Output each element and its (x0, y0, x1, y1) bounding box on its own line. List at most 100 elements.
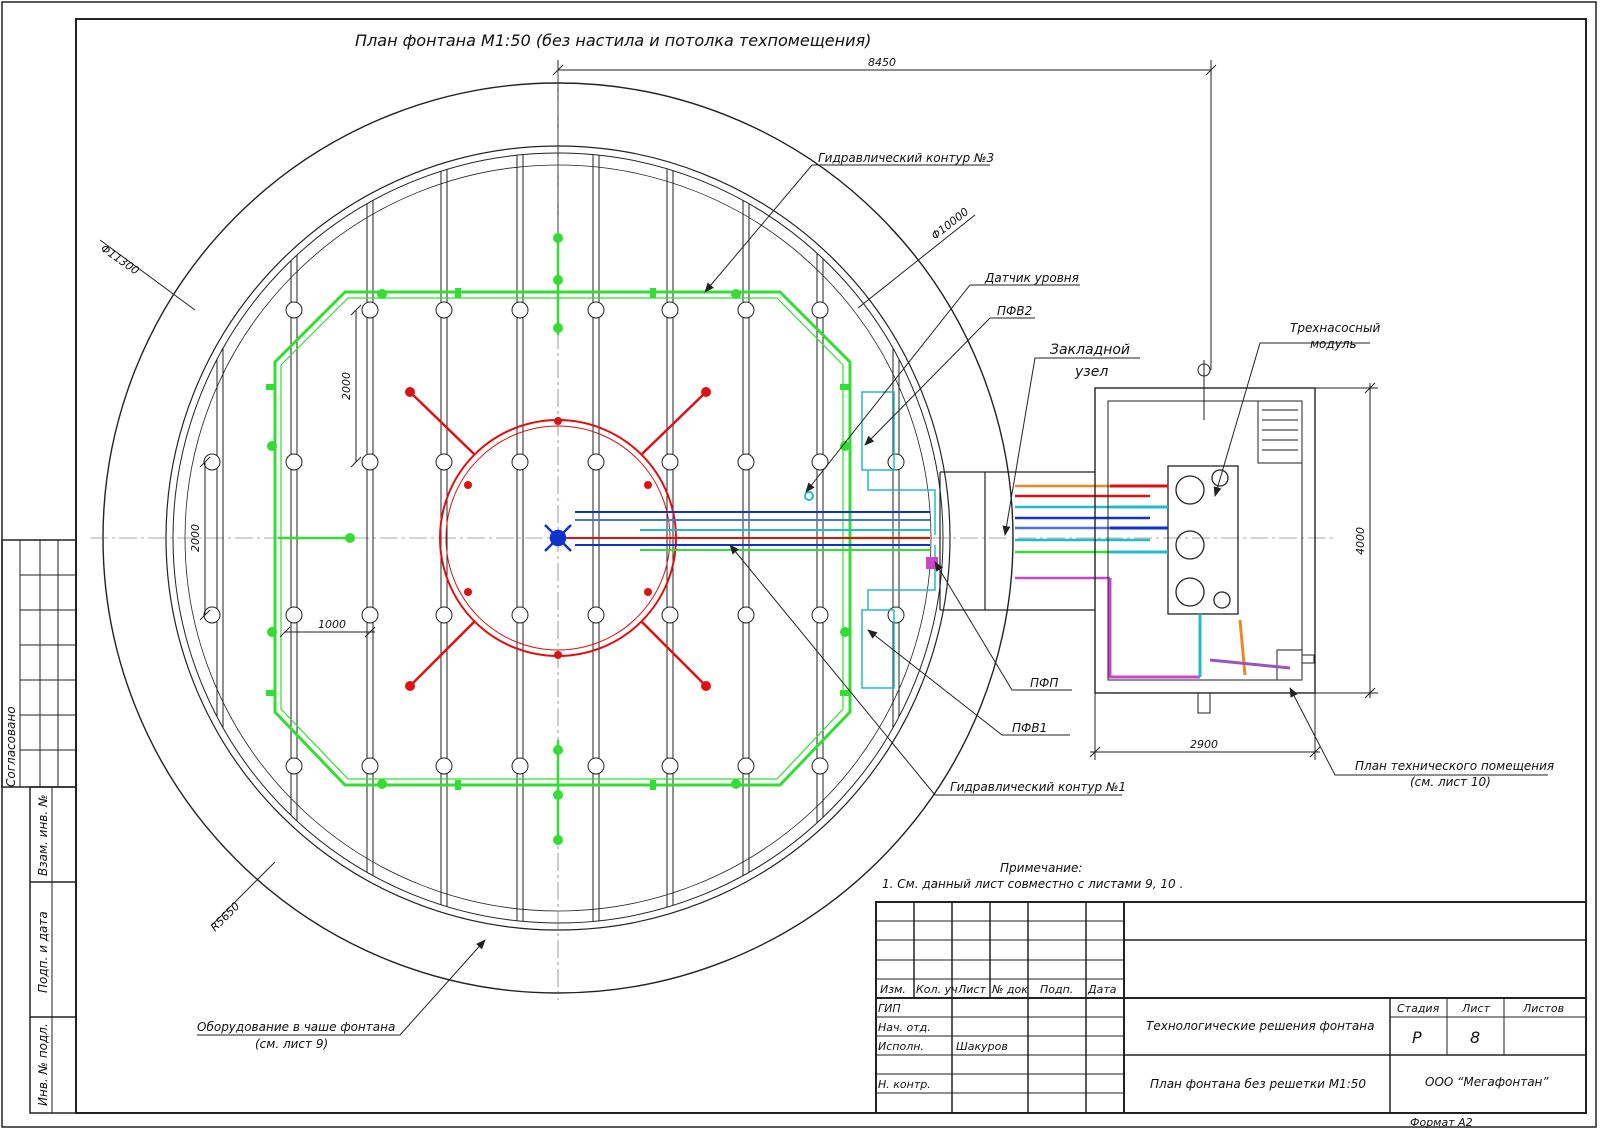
nozzle-0-2 (361, 301, 379, 319)
nozzle-1-6 (661, 453, 679, 471)
side-stamp-agreed: Согласовано (4, 706, 18, 787)
nozzle-3-5 (587, 757, 605, 775)
dimension-8450-label: 8450 (868, 56, 896, 69)
nozzle-1-7 (737, 453, 755, 471)
tb-header-doc: № док (991, 983, 1028, 996)
note-line-1: 1. См. данный лист совместно с листами 9… (882, 877, 1183, 891)
nozzle-1-3 (435, 453, 453, 471)
nozzle-2-7 (737, 606, 755, 624)
room-dimensions (1089, 382, 1378, 760)
nozzle-0-6 (661, 301, 679, 319)
tb-project: Технологические решения фонтана (1146, 1019, 1374, 1033)
embedded-node (939, 471, 1095, 611)
nozzle-0-3 (435, 301, 453, 319)
callout-three-pump-2: модуль (1310, 337, 1357, 351)
grid-x-label: 1000 (318, 618, 346, 631)
nozzle-2-8 (811, 606, 829, 624)
note-heading: Примечание: (1000, 861, 1082, 875)
tb-format: Формат А2 (1410, 1116, 1473, 1129)
nozzle-1-8 (811, 453, 829, 471)
nozzle-2-4 (511, 606, 529, 624)
callout-three-pump-1: Трехнасосный (1290, 321, 1380, 335)
grid-y-label: 2000 (340, 372, 353, 400)
tb-header-izm: Изм. (880, 983, 906, 996)
side-stamp-inv-orig: Инв. № подл. (36, 1023, 50, 1106)
callout-pfv1: ПФВ1 (1012, 721, 1047, 735)
side-stamp-ref-inv: Взам. инв. № (36, 795, 50, 876)
callout-embedded-node-1: Закладной (1050, 342, 1130, 358)
nozzle-3-8 (811, 757, 829, 775)
three-pump-module (1167, 465, 1239, 615)
tb-role-control: Н. контр. (878, 1078, 931, 1091)
callout-pfp: ПФП (1030, 676, 1058, 690)
nozzle-3-2 (361, 757, 379, 775)
tunnel-pipes (1015, 484, 1150, 580)
nozzle-1-5 (587, 453, 605, 471)
tb-role-exec: Исполн. (878, 1040, 924, 1053)
nozzle-0-1 (285, 301, 303, 319)
tb-stage-value: Р (1412, 1028, 1422, 1047)
callout-tech-room-2: (см. лист 10) (1410, 775, 1491, 789)
nozzle-1-1 (285, 453, 303, 471)
room-height-label: 4000 (1354, 527, 1367, 555)
nozzle-2-3 (435, 606, 453, 624)
nozzle-3-7 (737, 757, 755, 775)
red-ring-contour (409, 391, 930, 687)
drawing-frame (75, 18, 1587, 1114)
grid-dimensions (199, 304, 376, 638)
tb-sheets-label: Листов (1522, 1002, 1564, 1015)
nozzle-3-3 (435, 757, 453, 775)
nozzle-0-4 (511, 301, 529, 319)
side-stamp-sign-date: Подп. и дата (36, 911, 50, 993)
drawing-title: План фонтана М1:50 (без настила и потолк… (355, 31, 871, 50)
room-width-label: 2900 (1190, 738, 1218, 751)
tb-header-sign: Подп. (1040, 983, 1073, 996)
level-sensor-icon (804, 491, 814, 501)
title-block (875, 901, 1587, 1114)
radius-label: R5650 (208, 900, 242, 934)
callout-bowl-equipment-2: (см. лист 9) (255, 1037, 328, 1051)
tb-role-gip: ГИП (878, 1002, 901, 1015)
callout-hydraulic-contour-1: Гидравлический контур №1 (950, 780, 1126, 794)
nozzle-3-4 (511, 757, 529, 775)
nozzle-1-9 (887, 453, 905, 471)
tb-executor-name: Шакуров (956, 1040, 1008, 1053)
tb-header-date: Дата (1087, 983, 1117, 996)
tech-room (1094, 360, 1316, 714)
nozzle-1-2 (361, 453, 379, 471)
dimension-8450 (552, 60, 1217, 370)
tb-company: ООО “Мегафонтан” (1425, 1075, 1549, 1089)
callout-embedded-node-2: узел (1074, 364, 1108, 380)
callout-leaders (197, 164, 1548, 1036)
diameter-leaders (99, 214, 976, 926)
nozzle-0-5 (587, 301, 605, 319)
tb-header-kol: Кол. уч (916, 983, 958, 996)
nozzle-2-9 (887, 606, 905, 624)
nozzle-3-6 (661, 757, 679, 775)
center-axes (90, 70, 1335, 1000)
outer-diameter-label: Φ11300 (98, 242, 141, 278)
nozzle-0-8 (811, 301, 829, 319)
nozzle-2-6 (661, 606, 679, 624)
tb-role-head: Нач. отд. (878, 1021, 931, 1034)
side-stamp (1, 539, 77, 1114)
callout-level-sensor: Датчик уровня (984, 271, 1079, 285)
callout-pfv2: ПФВ2 (997, 304, 1032, 318)
nozzle-2-2 (361, 606, 379, 624)
pfp-filter-icon (926, 557, 938, 569)
central-feed-lines (575, 511, 930, 551)
central-nozzle (544, 524, 572, 552)
callout-hydraulic-contour-3: Гидравлический контур №3 (818, 151, 994, 165)
nozzle-1-0 (203, 453, 221, 471)
callout-tech-room-1: План технического помещения (1355, 759, 1554, 773)
red-ring-fittings (405, 387, 711, 691)
nozzle-2-5 (587, 606, 605, 624)
tb-header-list: Лист (957, 983, 986, 996)
nozzle-1-4 (511, 453, 529, 471)
nozzle-2-0 (203, 606, 221, 624)
tb-stage-label: Стадия (1397, 1002, 1440, 1015)
tb-sheet-title: План фонтана без решетки М1:50 (1150, 1077, 1366, 1091)
grid-y-left-label: 2000 (189, 524, 202, 552)
